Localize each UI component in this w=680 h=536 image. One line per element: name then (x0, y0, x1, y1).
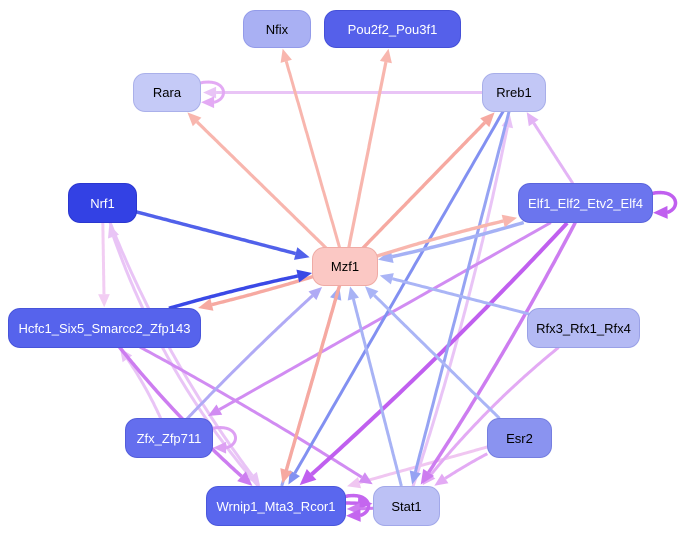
node-label: Rfx3_Rfx1_Rfx4 (536, 320, 631, 336)
node-label: Mzf1 (330, 259, 360, 274)
edge-Mzf1-Pou2f2_Pou3f1-arrowhead (379, 48, 392, 64)
node-Rfx3[interactable]: Rfx3_Rfx1_Rfx4 (527, 308, 640, 348)
node-Esr2[interactable]: Esr2 (487, 418, 552, 458)
node-Mzf1[interactable]: Mzf1 (312, 247, 378, 286)
edge-Esr2-Mzf1-arrowhead (365, 286, 379, 300)
node-label: Stat1 (391, 498, 422, 514)
edge-Rfx3-Mzf1-arrowhead (379, 273, 394, 285)
node-Zfx[interactable]: Zfx_Zfp711 (125, 418, 213, 458)
edge-Hcfc1-Wrnip1 (117, 345, 243, 478)
edge-Mzf1-Pou2f2_Pou3f1 (346, 61, 388, 250)
edge-Rreb1-Wrnip1 (293, 108, 506, 474)
self-loop-Elf1 (651, 190, 678, 215)
self-loop-Wrnip1-arrowhead (346, 508, 361, 522)
edge-Elf1-Rreb1 (532, 122, 575, 185)
edge-Zfx-Mzf1-arrowhead (308, 287, 323, 301)
node-Wrnip1[interactable]: Wrnip1_Mta3_Rcor1 (206, 486, 346, 526)
edge-Elf1-Wrnip1 (310, 221, 569, 476)
edge-Stat1-Mzf1 (351, 298, 403, 487)
edge-Mzf1-Nfix-arrowhead (280, 48, 292, 63)
node-label: Esr2 (506, 430, 533, 446)
edge-Esr2-Wrnip1 (358, 445, 490, 485)
edge-Mzf1-Hcfc1 (211, 274, 314, 307)
node-Rara[interactable]: Rara (133, 73, 201, 112)
node-label: Wrnip1_Mta3_Rcor1 (216, 498, 336, 514)
edge-Rreb1-Wrnip1-arrowhead (288, 470, 300, 485)
self-loop-Rara-arrowhead (201, 96, 215, 109)
node-label: Pou2f2_Pou3f1 (347, 21, 438, 37)
edge-Rfx3-Mzf1 (392, 277, 530, 316)
node-Rreb1[interactable]: Rreb1 (482, 73, 546, 112)
node-label: Hcfc1_Six5_Smarcc2_Zfp143 (18, 320, 191, 336)
node-label: Nrf1 (90, 195, 115, 211)
edge-Elf1-Stat1-arrowhead (420, 468, 435, 485)
edge-Elf1-Zfx-arrowhead (208, 404, 223, 416)
edge-Rreb1-Stat1-arrowhead (409, 470, 421, 485)
edge-Wrnip1-Nrf1-arrowhead (108, 224, 119, 239)
self-loop-Zfx (211, 425, 237, 450)
edge-Mzf1-Rara-arrowhead (187, 112, 202, 127)
edge-Nrf1-Wrnip1 (107, 219, 254, 477)
edge-Stat1-Rreb1 (410, 127, 509, 490)
edge-Esr2-Wrnip1-arrowhead (347, 477, 362, 489)
edge-Elf1-Rreb1-arrowhead (526, 112, 539, 127)
edge-Hcfc1-Stat1 (139, 345, 363, 479)
self-loop-Zfx-arrowhead (213, 441, 227, 454)
edge-Mzf1-Wrnip1 (284, 283, 342, 471)
edge-Mzf1-Rreb1 (361, 121, 486, 250)
node-Elf1[interactable]: Elf1_Elf2_Etv2_Elf4 (518, 183, 653, 223)
edge-Mzf1-Rara (195, 120, 328, 250)
edge-Nrf1-Hcfc1 (101, 222, 106, 295)
edge-Nrf1-Mzf1 (134, 209, 297, 256)
edge-Rreb1-Rara-arrowhead (203, 86, 217, 99)
node-Hcfc1[interactable]: Hcfc1_Six5_Smarcc2_Zfp143 (8, 308, 201, 348)
node-Nfix[interactable]: Nfix (243, 10, 311, 48)
edge-Mzf1-Elf1-arrowhead (501, 214, 517, 228)
edge-Nrf1-Mzf1-arrowhead (294, 247, 310, 260)
self-loop-Elf1-arrowhead (653, 205, 668, 219)
node-Pou2f2_Pou3f1[interactable]: Pou2f2_Pou3f1 (324, 10, 461, 48)
node-label: Rara (152, 85, 182, 100)
edge-Wrnip1-Stat1-arrowhead (357, 496, 373, 510)
edge-Zfx-Mzf1 (185, 294, 314, 421)
self-loop-Rara (199, 80, 225, 104)
edge-Stat1-Mzf1-arrowhead (347, 286, 359, 301)
edge-Mzf1-Elf1 (376, 219, 504, 258)
edge-Elf1-Mzf1 (391, 220, 525, 259)
edge-Mzf1-Hcfc1-arrowhead (198, 298, 214, 311)
node-label: Nfix (265, 21, 289, 37)
edge-Mzf1-Rreb1-arrowhead (480, 112, 495, 128)
edge-Esr2-Stat1-arrowhead (434, 473, 449, 486)
edge-Rreb1-Stat1 (413, 109, 511, 473)
edge-Esr2-Mzf1 (373, 294, 501, 420)
node-Stat1[interactable]: Stat1 (373, 486, 440, 526)
node-label: Rreb1 (496, 85, 532, 100)
node-Nrf1[interactable]: Nrf1 (68, 183, 137, 223)
node-label: Zfx_Zfp711 (136, 430, 202, 446)
edge-Hcfc1-Stat1-arrowhead (358, 472, 373, 485)
edge-Mzf1-Wrnip1-arrowhead (280, 468, 293, 484)
self-loop-Wrnip1 (344, 493, 371, 518)
edge-Esr2-Stat1 (444, 452, 489, 480)
edge-Nrf1-Hcfc1-arrowhead (98, 294, 110, 308)
node-label: Elf1_Elf2_Etv2_Elf4 (528, 195, 643, 211)
edge-Mzf1-Nfix (284, 60, 342, 250)
edge-Elf1-Stat1 (427, 221, 577, 474)
edge-Elf1-Wrnip1-arrowhead (299, 469, 317, 486)
edge-Hcfc1-Wrnip1-arrowhead (237, 471, 253, 486)
edge-Hcfc1-Mzf1 (168, 274, 299, 310)
edge-Hcfc1-Mzf1-arrowhead (296, 269, 312, 283)
edge-Zfx-Hcfc1 (126, 357, 163, 419)
